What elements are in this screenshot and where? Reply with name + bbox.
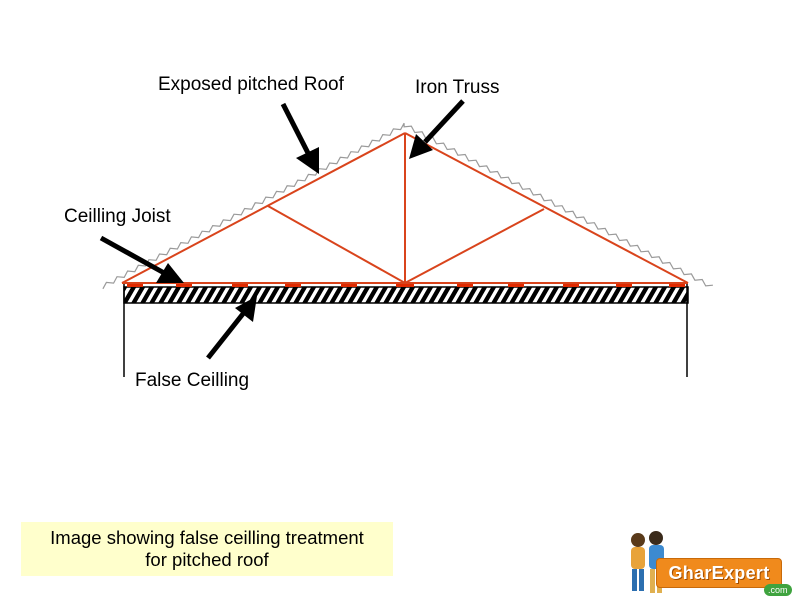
logo-suffix: .com: [764, 584, 792, 596]
label-ceiling-joist: Ceilling Joist: [64, 206, 171, 227]
truss-left-strut: [267, 205, 406, 284]
pointer-arrows: [99, 99, 465, 360]
caption-line-1: Image showing false ceilling treatment: [50, 526, 364, 548]
arrow-ceiling-joist: [99, 235, 184, 283]
ceiling-joists: [127, 282, 685, 287]
logo-wordmark: GharExpert: [668, 562, 770, 583]
label-false-ceiling: False Ceilling: [135, 370, 250, 391]
arrow-false-ceiling: [206, 296, 257, 360]
joist-segment: [127, 282, 143, 287]
arrow-iron-truss: [409, 99, 465, 159]
joist-segment: [232, 282, 248, 287]
logo-wordmark-box: GharExpert: [656, 558, 782, 588]
joist-segment: [563, 282, 579, 287]
joist-segment: [176, 282, 192, 287]
truss-right-strut: [404, 208, 545, 284]
label-exposed-pitched-roof: Exposed pitched Roof: [158, 74, 344, 95]
gharexpert-logo: GharExpert .com: [622, 528, 800, 600]
joist-segment: [457, 282, 473, 287]
joist-segment: [341, 282, 357, 287]
caption-box: Image showing false ceilling treatment f…: [21, 522, 393, 576]
truss-right-rafter: [404, 132, 689, 284]
iron-truss: [121, 132, 689, 284]
joist-segment: [616, 282, 632, 287]
joist-segment: [508, 282, 524, 287]
joist-segment: [285, 282, 301, 287]
truss-left-rafter: [121, 132, 406, 284]
joist-segment: [396, 282, 414, 287]
arrow-exposed-roof: [280, 102, 319, 174]
caption-line-2: for pitched roof: [145, 549, 269, 570]
label-iron-truss: Iron Truss: [415, 77, 500, 98]
roof-outline: [102, 122, 713, 290]
joist-segment: [669, 282, 685, 287]
